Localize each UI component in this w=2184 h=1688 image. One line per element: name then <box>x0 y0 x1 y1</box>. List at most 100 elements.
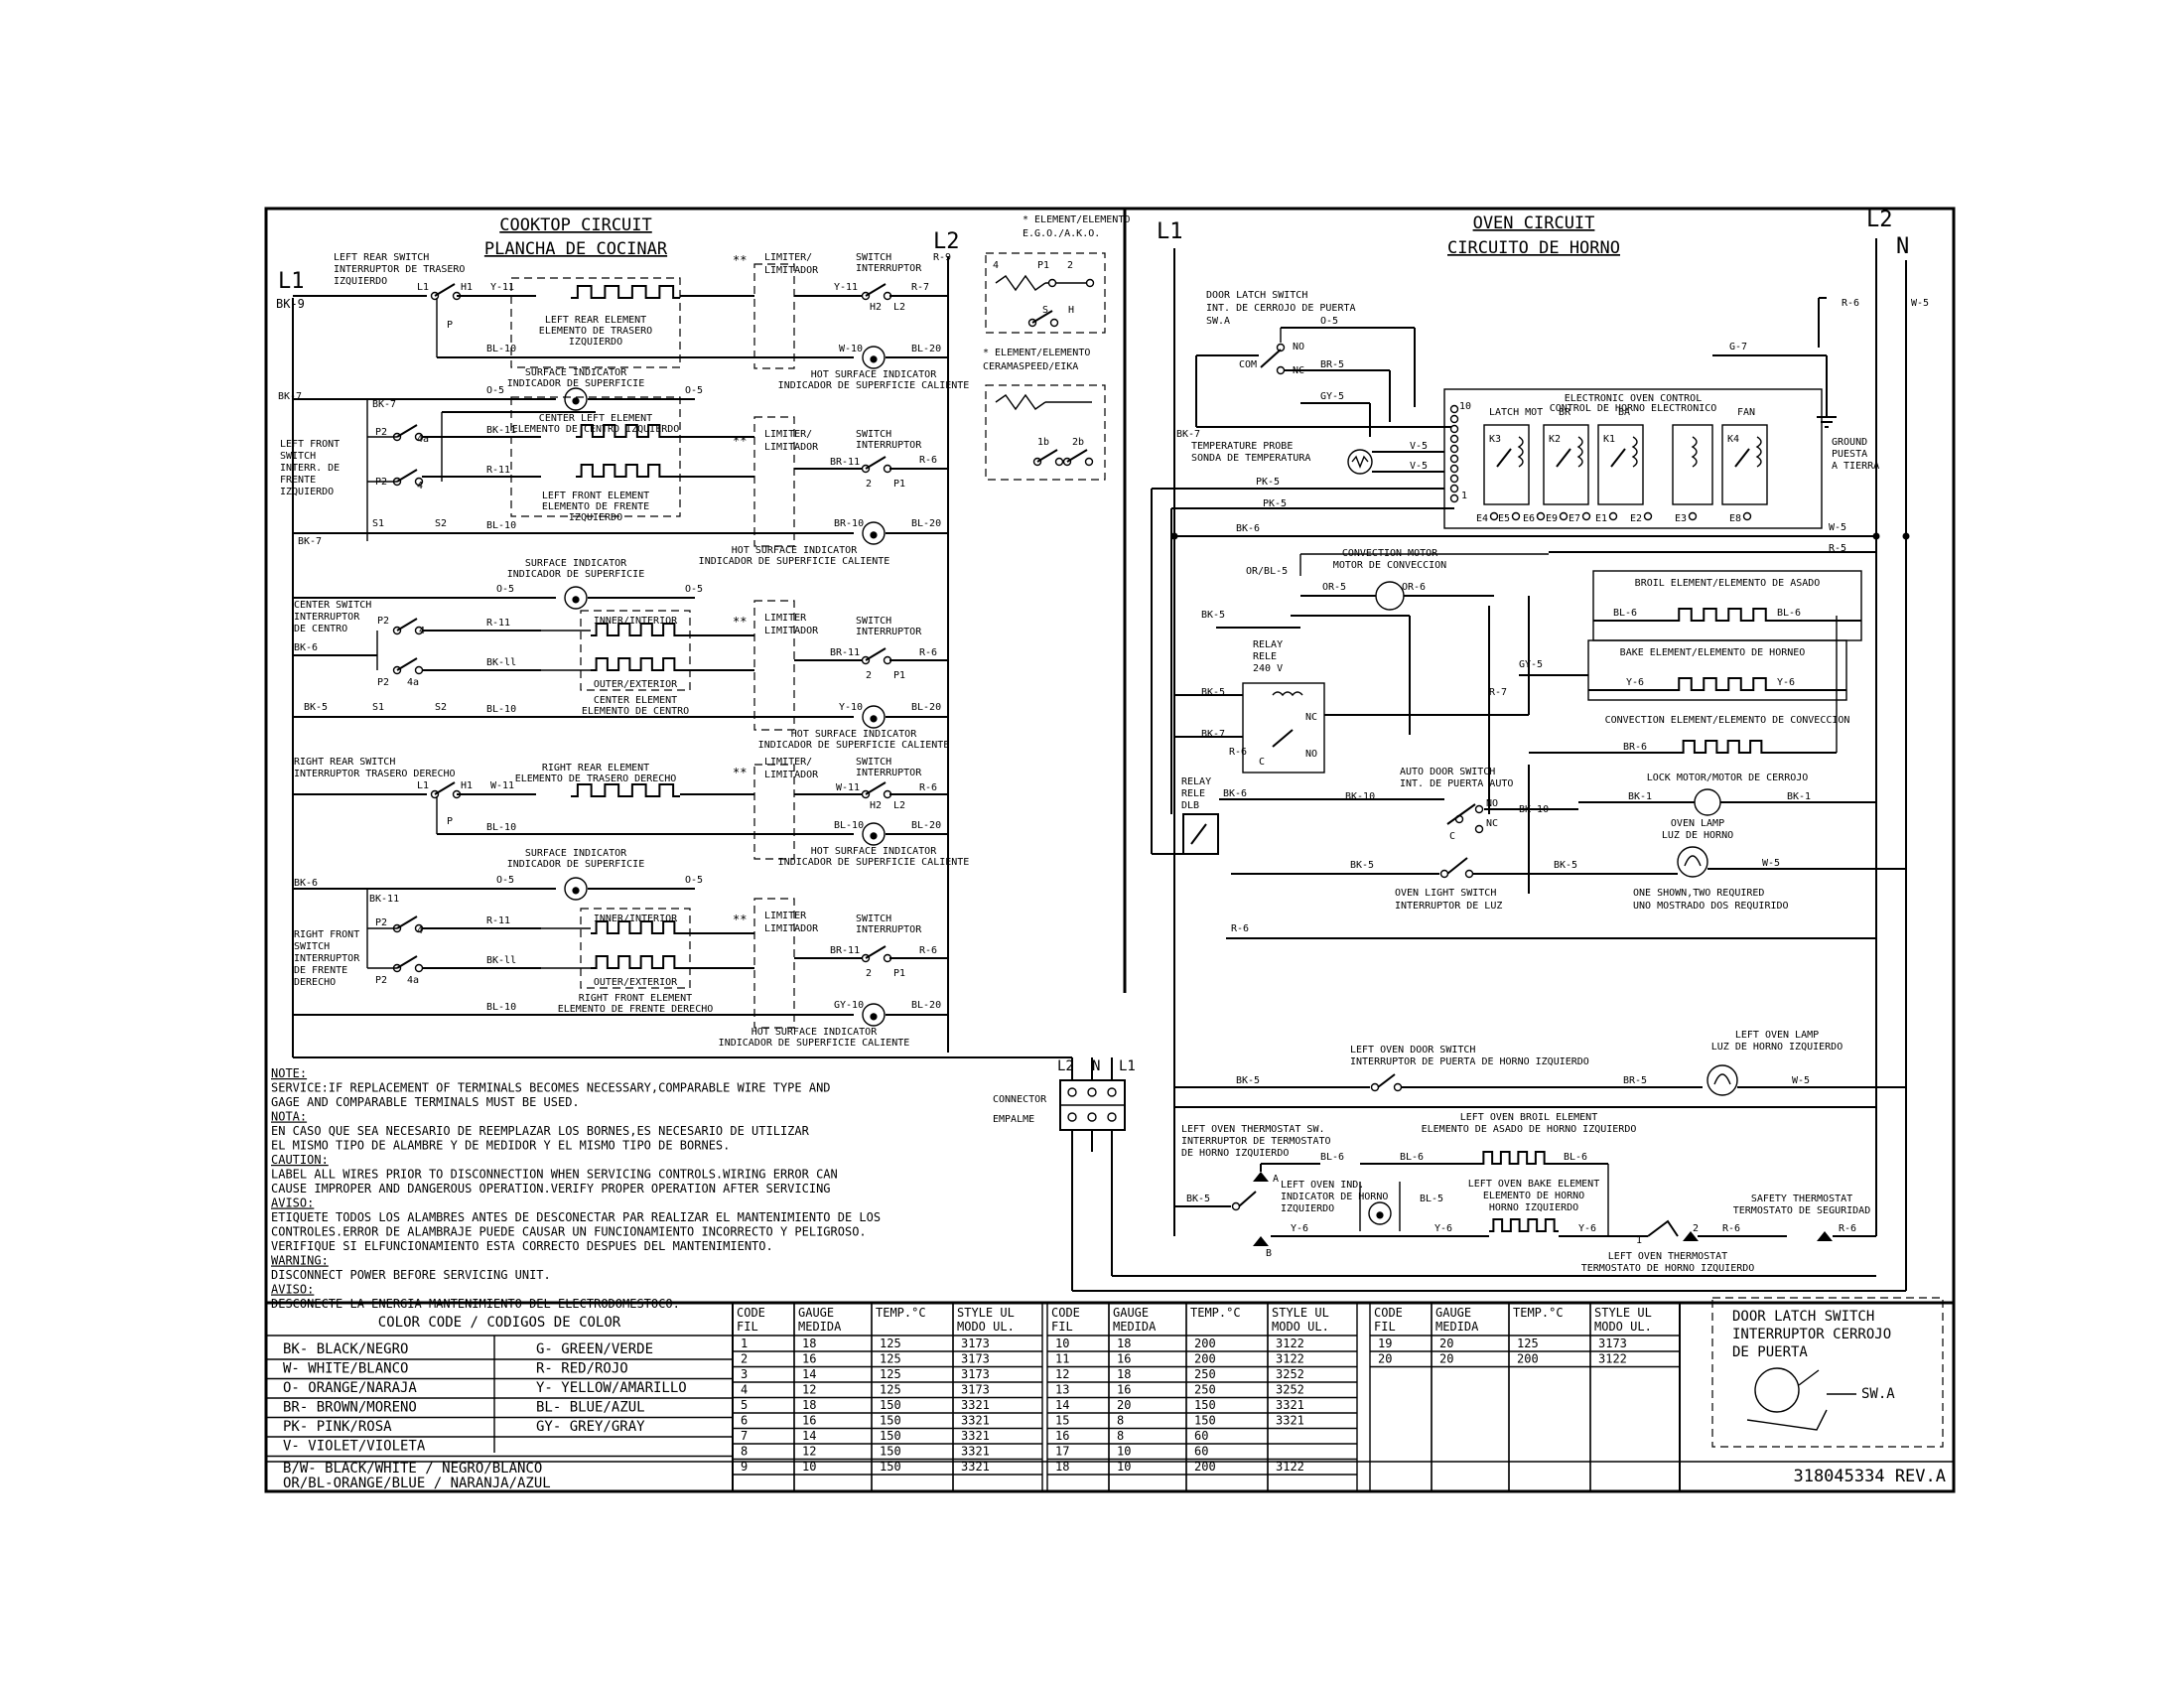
door-latch-icon <box>1754 1367 1800 1413</box>
oven-lamp-label: LUZ DE HORNO <box>1662 830 1733 841</box>
cooktop-title: COOKTOP CIRCUIT <box>499 215 652 235</box>
terminal-label: H <box>1068 305 1074 316</box>
switch-label: INTERRUPTOR <box>856 768 922 778</box>
surface-indicator-label: INDICADOR DE SUPERFICIE <box>507 859 644 870</box>
relay-coil-icon <box>1631 436 1638 468</box>
gauge-cell: 9 <box>741 1460 748 1474</box>
wire-label: BL-20 <box>911 820 941 831</box>
gauge-cell: 150 <box>880 1414 901 1428</box>
wire-label: BK-7 <box>298 536 322 547</box>
color-code-entry: BL- BLUE/AZUL <box>536 1400 645 1416</box>
center-element-label: CENTER ELEMENT <box>594 695 677 706</box>
gauge-cell: 16 <box>802 1352 816 1366</box>
terminal-label: P1 <box>893 479 905 490</box>
left-rear-element-label: LEFT REAR ELEMENT <box>545 315 646 326</box>
terminal-label: S2 <box>435 702 447 713</box>
terminal-label: 2 <box>866 968 872 979</box>
connector-pin <box>1087 1087 1097 1097</box>
wire-label: BK-7 <box>1201 729 1225 740</box>
door-latch-switch-label: SW.A <box>1206 316 1230 327</box>
temperature-probe-icon <box>1347 449 1373 475</box>
note-heading: NOTA: <box>271 1110 307 1124</box>
terminal-label: B <box>1266 1248 1272 1259</box>
hot-surface-indicator-label: INDICADOR DE SUPERFICIE CALIENTE <box>758 740 950 751</box>
wire-label: O-5 <box>685 875 703 886</box>
terminal-label: H1 <box>461 282 473 293</box>
door-latch-switch-label: DOOR LATCH SWITCH <box>1206 290 1307 301</box>
gauge-header: GAUGE <box>1113 1306 1149 1320</box>
wire-label: W-5 <box>1792 1075 1810 1086</box>
wire-label: BL-10 <box>486 1002 516 1013</box>
wire-label: Y-11 <box>834 282 858 293</box>
left-rear-element-label: IZQUIERDO <box>569 337 622 348</box>
eoc-label: CONTROL DE HORNO ELECTRONICO <box>1550 403 1717 414</box>
connector-pin <box>1107 1112 1117 1122</box>
gauge-cell: 18 <box>1117 1367 1131 1381</box>
surface-indicator-icon <box>564 877 588 901</box>
wire-label: BL-6 <box>1564 1152 1587 1163</box>
note-text: GAGE AND COMPARABLE TERMINALS MUST BE US… <box>271 1095 580 1109</box>
switch-label: SWITCH <box>856 429 891 440</box>
oven-l2: L2 <box>1866 208 1893 232</box>
center-element-label: ELEMENTO DE CENTRO <box>582 706 689 717</box>
eoc-pin-label: E5 <box>1498 513 1510 524</box>
broil-element-label: BROIL ELEMENT/ELEMENTO DE ASADO <box>1635 578 1821 589</box>
door-latch-sw-label: SW.A <box>1861 1386 1895 1402</box>
eoc-pin-label: E7 <box>1569 513 1580 524</box>
wire-label: BK-5 <box>304 702 328 713</box>
wire-label: R-6 <box>919 945 937 956</box>
color-code-entry: B/W- BLACK/WHITE / NEGRO/BLANCO <box>283 1461 542 1477</box>
right-front-switch-c-icon <box>865 945 887 959</box>
left-oven-ind-label: LEFT OVEN IND. <box>1281 1180 1364 1191</box>
gauge-cell: 18 <box>1117 1336 1131 1350</box>
terminal <box>1742 511 1752 521</box>
wire-label: BR-10 <box>834 518 864 529</box>
eoc-pin-label: E1 <box>1595 513 1607 524</box>
gauge-cell: 10 <box>1117 1460 1131 1474</box>
relay-label: LATCH MOT <box>1489 407 1543 418</box>
terminal-label: C <box>1259 757 1265 768</box>
limiter-box <box>753 263 795 369</box>
relay-coil-icon <box>1517 436 1524 468</box>
connector-label: CONNECTOR <box>993 1094 1047 1105</box>
right-rear-switch-b-icon <box>865 781 887 795</box>
gauge-cell: 3173 <box>961 1383 990 1397</box>
element-cera-label: * ELEMENT/ELEMENTO <box>983 348 1090 358</box>
gauge-cell: 3173 <box>961 1336 990 1350</box>
wire-label: BK-ll <box>486 657 516 668</box>
wire-label: R-6 <box>919 647 937 658</box>
left-oven-lamp-icon <box>1713 1073 1731 1085</box>
left-front-switch-label: SWITCH <box>280 451 316 462</box>
gauge-header: MEDIDA <box>1435 1320 1479 1334</box>
left-front-element-label: IZQUIERDO <box>569 512 622 523</box>
relay-coil-icon <box>1272 691 1303 697</box>
gauge-cell: 11 <box>1055 1352 1069 1366</box>
gauge-header: TEMP.°C <box>876 1306 926 1320</box>
terminal <box>1370 1082 1380 1092</box>
terminal-label: NC <box>1305 712 1317 723</box>
gauge-cell: 12 <box>1055 1367 1069 1381</box>
terminal-label: 10 <box>1459 401 1471 412</box>
limiter-label: LIMITADOR <box>764 442 819 453</box>
element-ego-label: * ELEMENT/ELEMENTO <box>1023 214 1130 225</box>
hot-surface-indicator-label: INDICADOR DE SUPERFICIE CALIENTE <box>778 857 970 868</box>
junction-dot <box>1902 532 1910 540</box>
hot-surface-indicator-label: INDICADOR DE SUPERFICIE CALIENTE <box>719 1038 910 1049</box>
terminal <box>1439 869 1449 879</box>
relay-contact-icon <box>1556 448 1571 468</box>
note-text: SERVICE:IF REPLACEMENT OF TERMINALS BECO… <box>271 1081 831 1095</box>
right-front-switch-label: DE FRENTE <box>294 965 347 976</box>
gauge-cell: 16 <box>802 1414 816 1428</box>
hot-surface-indicator-icon <box>862 705 886 729</box>
wire-label: R-6 <box>1231 923 1249 934</box>
surface-indicator-label: SURFACE INDICATOR <box>525 848 627 859</box>
door-latch-box-label: DE PUERTA <box>1732 1344 1808 1360</box>
left-rear-switch-b-icon <box>865 283 887 297</box>
hot-surface-indicator-icon <box>862 346 886 369</box>
temperature-probe-icon <box>1351 455 1369 469</box>
oven-title: OVEN CIRCUIT <box>1473 213 1595 233</box>
left-oven-lamp-icon <box>1706 1064 1738 1096</box>
wire-label: R-11 <box>486 618 510 629</box>
wire-label: R-5 <box>1829 543 1846 554</box>
lamp-glyph: ● <box>1376 1207 1384 1221</box>
